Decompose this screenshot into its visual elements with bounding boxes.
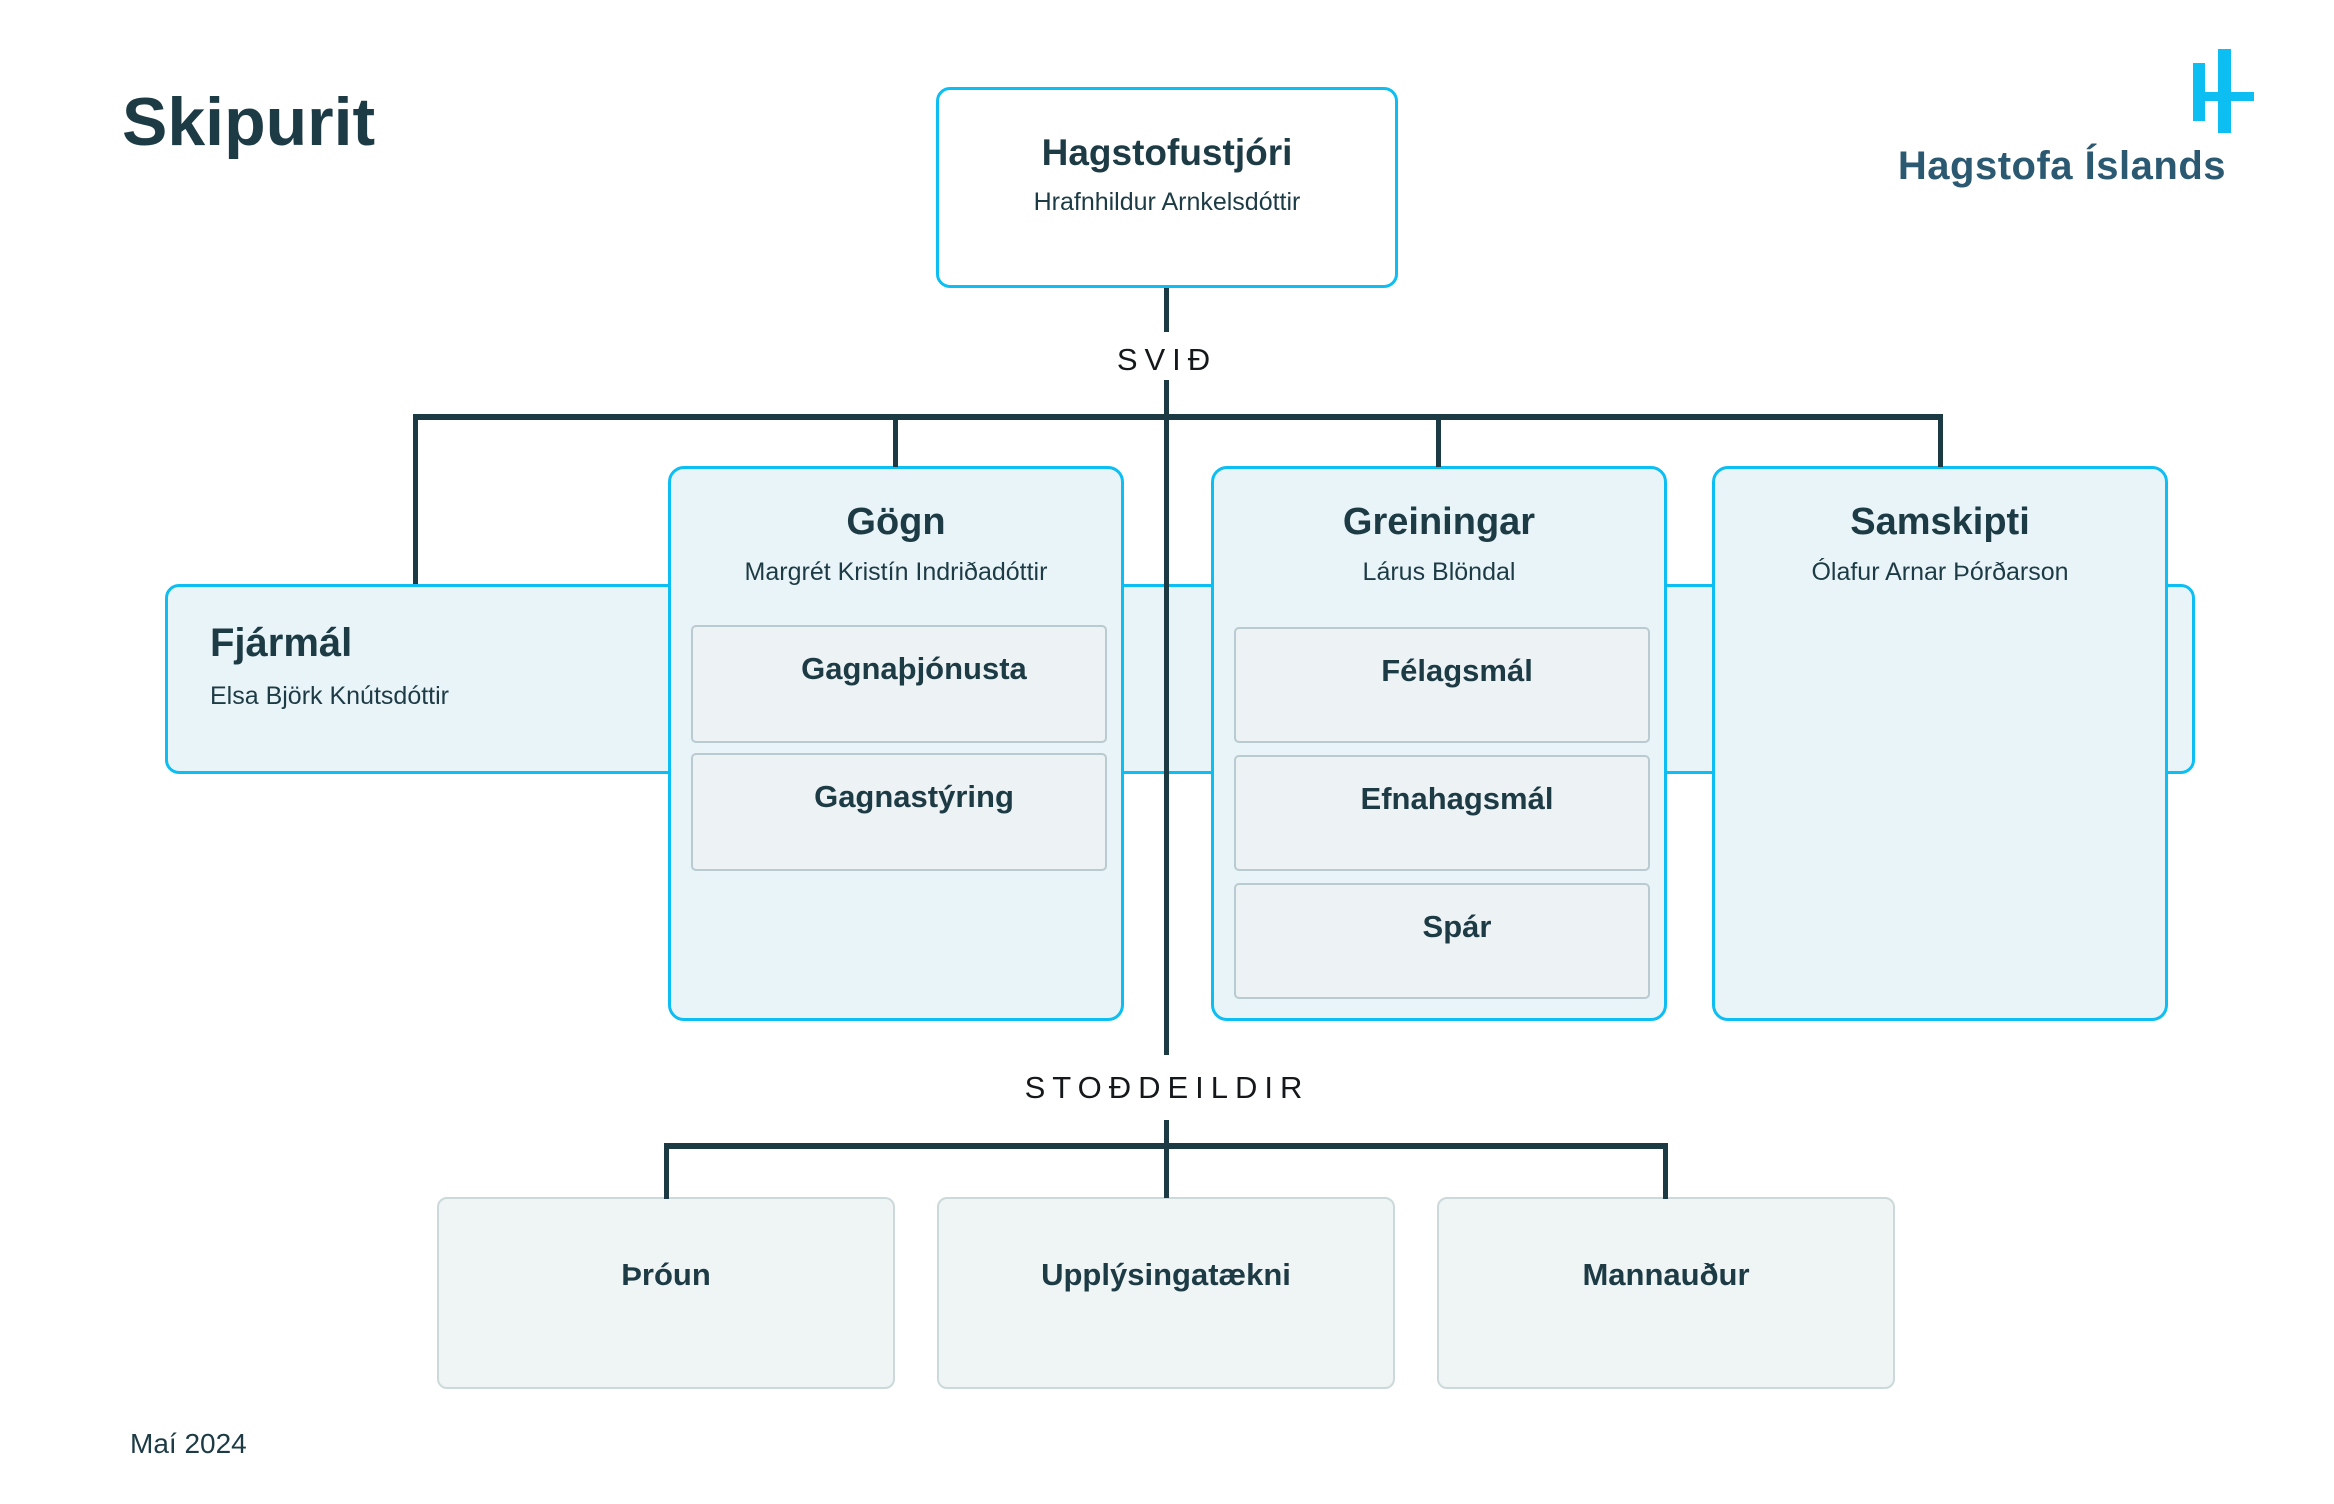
connector-drop-gogn (893, 414, 898, 467)
unit-gagnathjonusta: Gagnaþjónusta (691, 625, 1107, 743)
stoddeildir-label: STOÐDEILDIR (1024, 1070, 1310, 1105)
logo-wordmark: Hagstofa Íslands (1897, 144, 2226, 188)
connector-divisions-horizontal (413, 414, 1943, 420)
division-title: Greiningar (1342, 501, 1536, 543)
support-box-mannaudur: Mannauður (1437, 1197, 1895, 1389)
director-name: Hrafnhildur Arnkelsdóttir (1033, 188, 1301, 216)
connector-drop-throun (664, 1143, 669, 1199)
connector-director-down (1164, 288, 1169, 332)
division-box-samskipti: Samskipti Ólafur Arnar Þórðarson (1712, 466, 2168, 1021)
svid-label: SVIÐ (1116, 342, 1218, 377)
page-title: Skipurit (122, 84, 376, 160)
finance-name: Elsa Björk Knútsdóttir (210, 682, 449, 710)
logo-cross-bar (2193, 92, 2254, 101)
finance-title: Fjármál (210, 621, 353, 665)
division-box-gogn: Gögn Margrét Kristín Indriðadóttir Gagna… (668, 466, 1124, 1021)
division-box-greiningar: Greiningar Lárus Blöndal Félagsmál Efnah… (1211, 466, 1667, 1021)
connector-drop-samskipti (1938, 414, 1943, 467)
division-head-name: Margrét Kristín Indriðadóttir (744, 558, 1048, 586)
unit-efnahagsmal: Efnahagsmál (1234, 755, 1650, 871)
date-label: Maí 2024 (130, 1428, 247, 1459)
division-head-name: Lárus Blöndal (1362, 558, 1516, 586)
unit-spar: Spár (1234, 883, 1650, 999)
connector-drop-mannaudur (1663, 1143, 1668, 1199)
director-box: Hagstofustjóri Hrafnhildur Arnkelsdóttir (936, 87, 1398, 288)
connector-center-vertical (1164, 380, 1169, 1055)
connector-support-horizontal (664, 1143, 1668, 1149)
division-title: Samskipti (1850, 501, 2030, 543)
connector-drop-greiningar (1436, 414, 1441, 467)
support-box-throun: Þróun (437, 1197, 895, 1389)
director-title: Hagstofustjóri (1041, 132, 1293, 173)
support-box-upplysingataekni: Upplýsingatækni (937, 1197, 1395, 1389)
unit-felagsmal: Félagsmál (1234, 627, 1650, 743)
connector-drop-fjarmal (413, 414, 418, 584)
division-head-name: Ólafur Arnar Þórðarson (1811, 558, 2069, 586)
unit-gagnastyring: Gagnastýring (691, 753, 1107, 871)
connector-support-vertical (1164, 1120, 1169, 1198)
logo-right-bar (2218, 49, 2231, 133)
division-title: Gögn (846, 501, 946, 543)
